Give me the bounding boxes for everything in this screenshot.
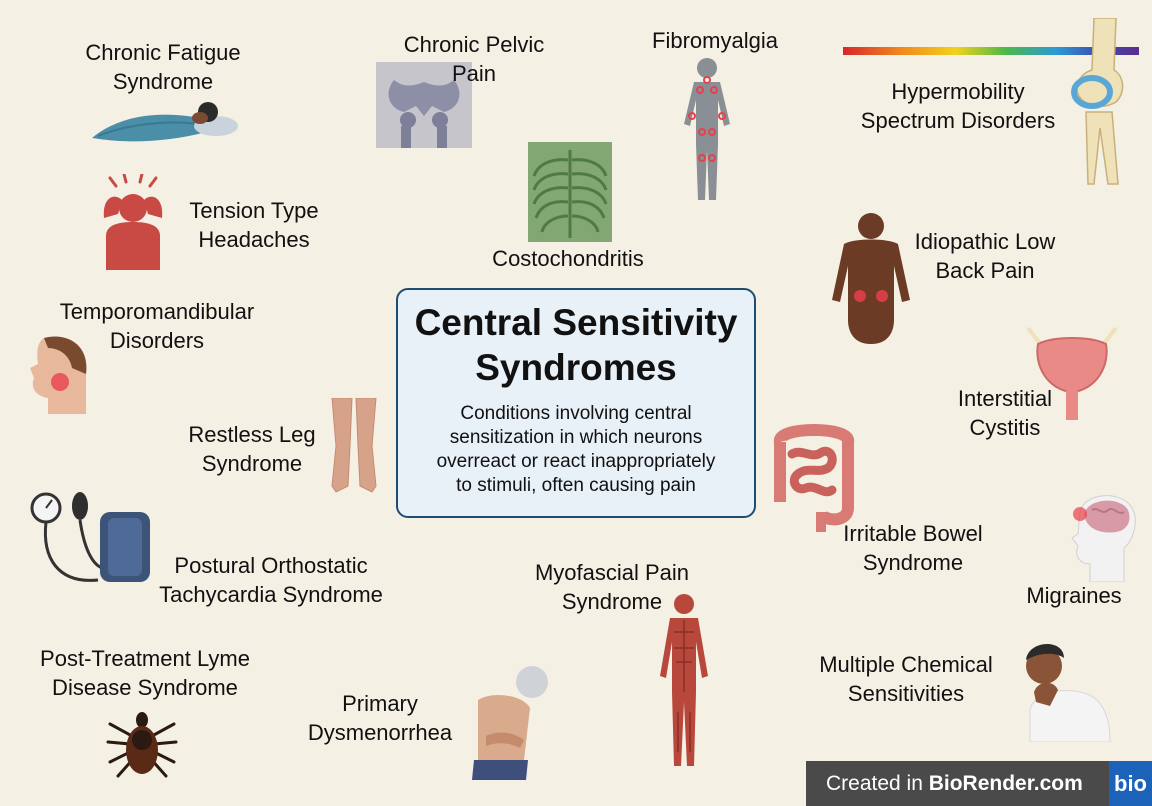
label-costochondritis: Costochondritis: [492, 246, 644, 271]
knee-joint-icon: [1071, 18, 1124, 185]
abdominal-pain-person-icon: [472, 666, 548, 780]
rib-cage-icon: [528, 142, 612, 242]
tick-icon: [106, 712, 178, 778]
muscle-anatomy-icon: [660, 594, 708, 766]
coughing-person-icon: [1026, 643, 1111, 742]
migraine-head-icon: [1071, 495, 1136, 582]
pelvis-icon: [376, 62, 472, 148]
biorender-logo: bio: [1109, 761, 1152, 806]
jaw-pain-face-icon: [30, 336, 87, 414]
credit-text: Created in BioRender.com: [826, 772, 1083, 795]
central-description: Conditions involving central sensitizati…: [436, 403, 716, 496]
sleeping-person-icon: [92, 102, 238, 142]
blood-pressure-monitor-icon: [30, 492, 150, 582]
label-fibromyalgia: Fibromyalgia: [652, 28, 778, 53]
legs-icon: [331, 398, 377, 493]
biorender-credit-banner[interactable]: Created in BioRender.com bio: [806, 761, 1152, 806]
headache-person-icon: [103, 174, 163, 270]
body-tender-points-icon: [684, 58, 730, 200]
intestines-icon: [774, 424, 854, 532]
back-pain-person-icon: [832, 213, 910, 344]
rainbow-spectrum-bar: [843, 47, 1139, 55]
label-migraines: Migraines: [1026, 583, 1122, 608]
bladder-icon: [1026, 326, 1118, 420]
